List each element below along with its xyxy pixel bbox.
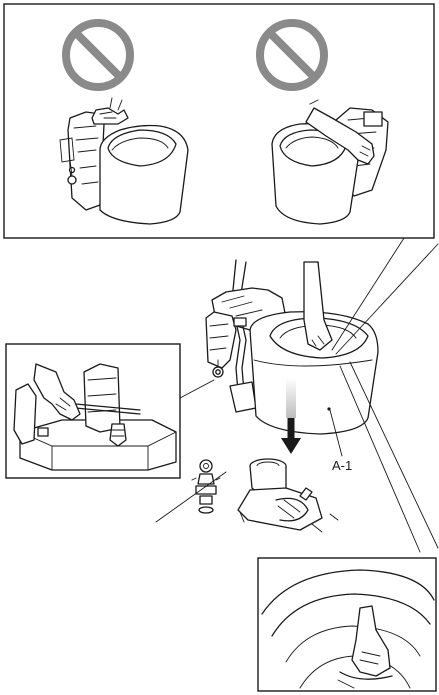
drop-guide-bar xyxy=(286,378,296,418)
part-label-a1: A-1 xyxy=(332,458,352,473)
top-prohibited-panel xyxy=(4,4,434,238)
outlet-flange xyxy=(238,459,338,532)
inset-hand-base xyxy=(6,344,214,478)
